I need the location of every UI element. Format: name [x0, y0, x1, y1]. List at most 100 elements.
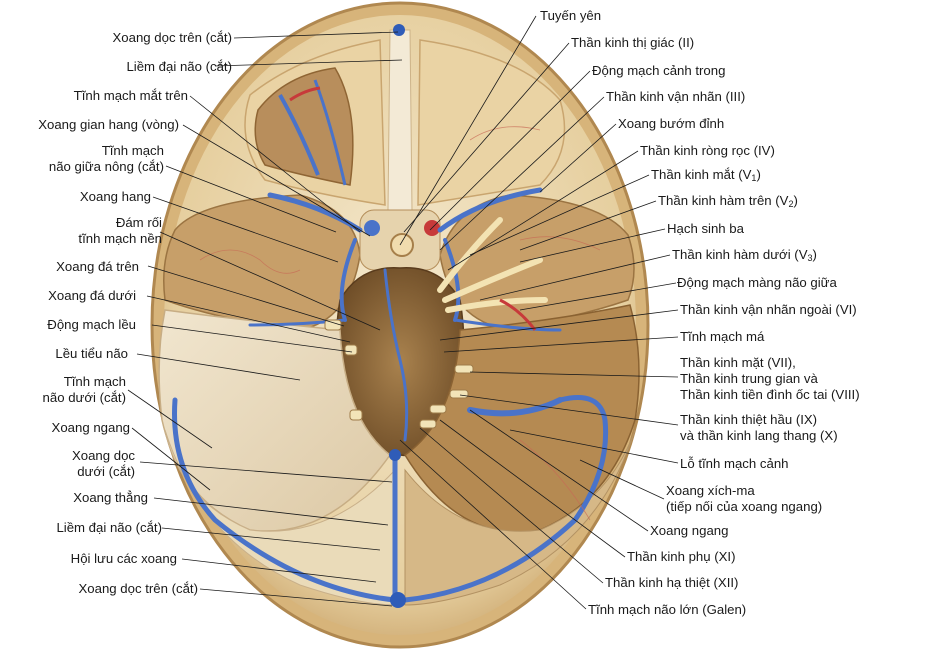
label-sigmoid-sinus: Xoang xích-ma (tiếp nối của xoang ngang): [666, 483, 822, 515]
label-line: Thần kinh trung gian và: [680, 371, 818, 386]
label-intercavernous-sinus: Xoang gian hang (vòng): [38, 117, 179, 132]
leader-line: [519, 200, 657, 251]
label-maxillary-nerve: Thần kinh hàm trên (V2): [658, 193, 798, 209]
label-middle-meningeal-artery: Động mạch màng não giữa: [677, 275, 837, 290]
label-abducens-nerve: Thần kinh vận nhãn ngoài (VI): [680, 302, 857, 317]
leader-line: [151, 324, 353, 353]
leader-line: [519, 282, 677, 311]
leader-line: [161, 527, 381, 551]
leader-line: [233, 31, 399, 39]
label-line: Thần kinh thiệt hầu (IX): [680, 412, 818, 427]
leader-line: [579, 459, 665, 500]
leader-line: [131, 427, 211, 491]
leader-line: [459, 394, 679, 426]
leader-line: [136, 353, 301, 381]
leader-line: [439, 96, 605, 251]
leader-line: [159, 231, 381, 331]
confluence: [390, 592, 406, 608]
label-line: và thần kinh lang thang (X): [680, 428, 838, 443]
label-superior-sagittal-sinus-bottom: Xoang dọc trên (cắt): [78, 581, 199, 596]
cranial-nerve-stubs: [324, 319, 474, 429]
label-inferior-petrosal-sinus: Xoang đá dưới: [48, 288, 136, 303]
leader-line: [152, 196, 339, 263]
leader-line: [147, 265, 345, 327]
pituitary: [390, 233, 414, 257]
leader-line: [447, 150, 639, 271]
label-line: Thần kinh mặt (VII),: [680, 355, 796, 370]
leader-line: [469, 409, 649, 532]
leader-line: [127, 389, 213, 449]
label-accessory-nerve: Thần kinh phụ (XI): [627, 549, 736, 564]
leader-line: [519, 228, 666, 263]
label-line: (tiếp nối của xoang ngang): [666, 499, 823, 514]
leader-line: [165, 165, 337, 233]
label-ophthalmic-nerve: Thần kinh mắt (V1): [651, 167, 761, 183]
leader-line: [399, 15, 537, 246]
leader-line: [182, 124, 371, 237]
label-line: não dưới (cắt): [42, 390, 126, 405]
leader-line: [539, 123, 617, 193]
label-cavernous-sinus: Xoang hang: [79, 189, 151, 204]
label-inferior-sagittal-sinus: Xoang dọc dưới (cắt): [72, 448, 135, 480]
right-anterior-fossa: [417, 39, 566, 206]
label-sphenoparietal-sinus: Xoang bướm đỉnh: [618, 116, 725, 131]
leader-line: [443, 336, 679, 353]
leader-line: [429, 70, 591, 231]
label-transverse-sinus-right: Xoang ngang: [650, 523, 729, 538]
leader-lines: [127, 15, 679, 610]
label-line: não giữa nông (cắt): [48, 159, 164, 174]
label-hypoglossal-nerve: Thần kinh hạ thiệt (XII): [605, 575, 739, 590]
occipital-right: [404, 429, 636, 606]
label-facial-intermediate-vestibulocochlear: Thần kinh mặt (VII), Thần kinh trung gia…: [680, 355, 860, 403]
label-straight-sinus: Xoang thẳng: [73, 490, 148, 505]
leader-line: [181, 558, 377, 583]
label-superior-ophthalmic-vein: Tĩnh mạch mắt trên: [73, 88, 188, 103]
label-transverse-sinus-left: Xoang ngang: [51, 420, 130, 435]
leader-line: [399, 439, 587, 610]
label-line: dưới (cắt): [77, 464, 135, 479]
sup-sagittal-sinus-top: [393, 24, 405, 36]
label-falx-cerebri-bottom: Liềm đại não (cắt): [56, 520, 162, 535]
label-glossopharyngeal-vagus: Thần kinh thiệt hầu (IX) và thần kinh la…: [680, 412, 838, 444]
leader-line: [214, 59, 403, 67]
leader-line: [509, 429, 679, 464]
falx-strip: [387, 29, 413, 211]
label-trochlear-nerve: Thần kinh ròng rọc (IV): [640, 143, 775, 158]
trigeminal-nerves: [437, 217, 548, 313]
leader-line: [469, 371, 679, 378]
label-line: Tĩnh mạch: [101, 143, 164, 158]
label-jugular-foramen: Lỗ tĩnh mạch cảnh: [680, 456, 789, 471]
leader-line: [199, 588, 393, 607]
label-tentorium-cerebelli: Lều tiểu não: [55, 346, 128, 361]
leader-line: [153, 497, 389, 526]
label-inferior-cerebral-vein: Tĩnh mạch não dưới (cắt): [43, 374, 126, 406]
label-petrous-vein: Tĩnh mạch má: [680, 329, 765, 344]
leader-line: [403, 42, 570, 233]
label-superficial-middle-cerebral-vein: Tĩnh mạch não giữa nông (cắt): [49, 143, 164, 175]
label-trigeminal-ganglion: Hạch sinh ba: [667, 221, 744, 236]
label-line: Xoang xích-ma: [666, 483, 755, 498]
label-falx-cerebri-top: Liềm đại não (cắt): [126, 59, 232, 74]
leader-line: [419, 427, 604, 584]
label-tentorial-artery: Động mạch lều: [47, 317, 136, 332]
label-confluence-of-sinuses: Hội lưu các xoang: [70, 551, 177, 566]
label-line: Tĩnh mạch: [63, 374, 126, 389]
leader-line: [479, 254, 671, 301]
label-line: Thần kinh tiền đình ốc tai (VIII): [680, 387, 860, 402]
leader-line: [146, 295, 351, 343]
label-optic-nerve: Thần kinh thị giác (II): [571, 35, 695, 50]
label-oculomotor-nerve: Thần kinh vận nhãn (III): [606, 89, 746, 104]
label-pituitary-gland: Tuyến yên: [540, 8, 602, 23]
label-superior-sagittal-sinus-top: Xoang dọc trên (cắt): [112, 30, 233, 45]
label-superior-petrosal-sinus: Xoang đá trên: [56, 259, 139, 274]
leader-line: [439, 309, 679, 341]
label-mandibular-nerve: Thần kinh hàm dưới (V3): [672, 247, 817, 263]
label-basilar-venous-plexus: Đám rối tĩnh mạch nền: [78, 215, 162, 247]
label-line: tĩnh mạch nền: [78, 231, 162, 246]
label-internal-carotid-artery: Động mạch cảnh trong: [592, 63, 726, 78]
label-great-cerebral-vein: Tĩnh mạch não lớn (Galen): [588, 602, 747, 617]
leader-line: [439, 419, 626, 558]
leader-line: [189, 95, 361, 233]
